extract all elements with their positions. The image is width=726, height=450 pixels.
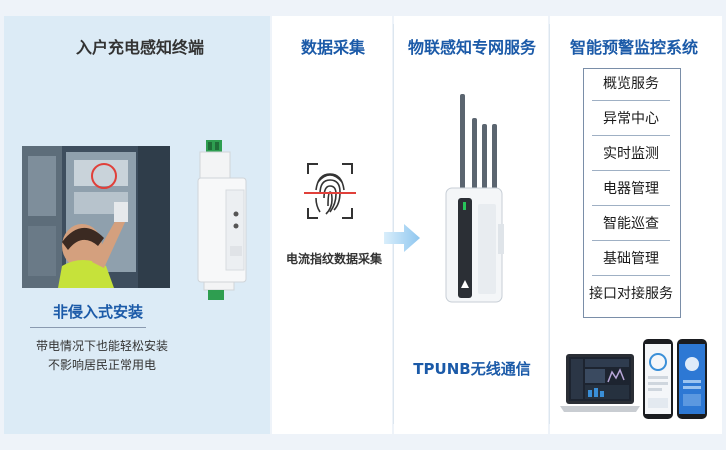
menu-divider bbox=[592, 240, 670, 241]
column-divider bbox=[393, 24, 394, 424]
terminal-title: 入户充电感知终端 bbox=[75, 38, 204, 57]
phone-screen-blue bbox=[676, 338, 708, 420]
system-menu bbox=[583, 68, 681, 318]
phone-screen-app bbox=[642, 338, 674, 420]
menu-item-overview[interactable]: 概览服务 bbox=[603, 76, 659, 92]
system-title: 智能预警监控系统 bbox=[569, 38, 698, 57]
menu-divider bbox=[592, 275, 670, 276]
menu-item-realtime[interactable]: 实时监测 bbox=[603, 146, 659, 162]
menu-divider bbox=[592, 170, 670, 171]
right-arrow-icon bbox=[384, 222, 422, 254]
column-divider bbox=[549, 24, 550, 424]
menu-item-appliance[interactable]: 电器管理 bbox=[603, 181, 659, 197]
protocol-label: TPUNB无线通信 bbox=[413, 360, 531, 378]
network-title: 物联感知专网服务 bbox=[407, 38, 536, 57]
menu-item-api[interactable]: 接口对接服务 bbox=[589, 286, 673, 302]
menu-item-patrol[interactable]: 智能巡查 bbox=[603, 216, 659, 232]
tpunb-gateway-device bbox=[432, 94, 512, 306]
collection-label: 电流指纹数据采集 bbox=[286, 252, 383, 266]
menu-item-basic[interactable]: 基础管理 bbox=[603, 251, 659, 267]
menu-divider bbox=[592, 205, 670, 206]
laptop-dashboard bbox=[560, 350, 640, 420]
installation-photo bbox=[22, 146, 170, 288]
install-desc-line: 不影响居民正常用电 bbox=[47, 358, 156, 372]
charging-terminal-device bbox=[196, 140, 248, 300]
collection-panel bbox=[272, 16, 392, 434]
install-desc-line: 带电情况下也能轻松安装 bbox=[35, 339, 168, 353]
install-title: 非侵入式安装 bbox=[52, 303, 143, 321]
menu-divider bbox=[592, 100, 670, 101]
fingerprint-icon bbox=[304, 160, 356, 222]
install-divider bbox=[30, 327, 146, 328]
menu-item-anomaly[interactable]: 异常中心 bbox=[603, 111, 659, 127]
menu-divider bbox=[592, 135, 670, 136]
collection-title: 数据采集 bbox=[300, 38, 365, 57]
